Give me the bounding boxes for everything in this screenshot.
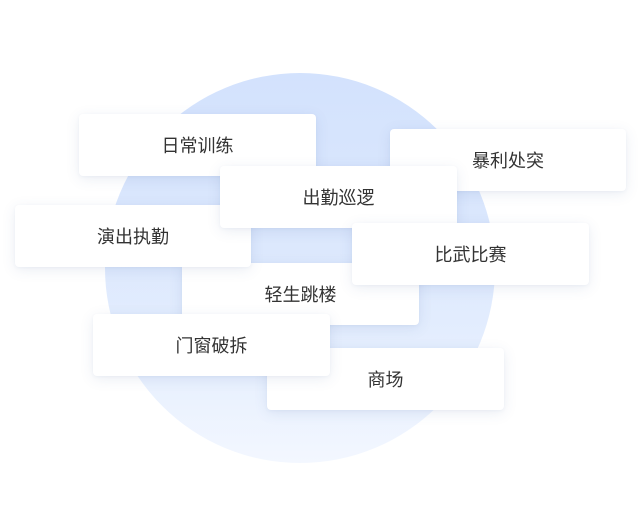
tag-patrol-duty[interactable]: 出勤巡逻 [220, 166, 457, 228]
tag-shopping-mall[interactable]: 商场 [267, 348, 504, 410]
tag-competition[interactable]: 比武比赛 [352, 223, 589, 285]
tag-performance-duty[interactable]: 演出执勤 [15, 205, 251, 267]
tag-door-window-breaking[interactable]: 门窗破拆 [93, 314, 330, 376]
tag-daily-training[interactable]: 日常训练 [79, 114, 316, 176]
